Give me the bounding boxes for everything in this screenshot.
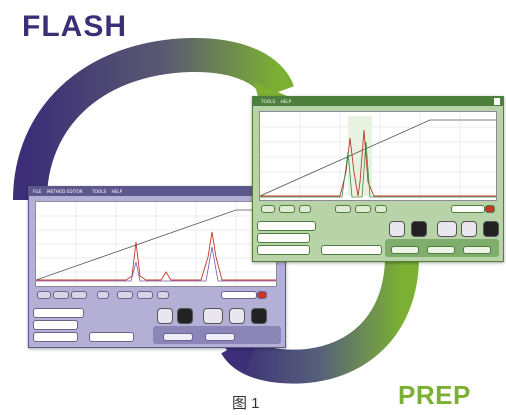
collection-button[interactable]	[427, 246, 455, 254]
toolbar-button[interactable]	[97, 291, 109, 299]
toolbar-button[interactable]	[299, 205, 311, 213]
flash-chromatogram	[35, 201, 277, 287]
collection-button[interactable]	[205, 333, 235, 341]
play-icon[interactable]	[229, 308, 245, 324]
flash-field[interactable]	[33, 320, 78, 330]
toolbar-button[interactable]	[279, 205, 295, 213]
flash-dropdown[interactable]	[33, 332, 78, 342]
skip-icon[interactable]	[437, 221, 457, 237]
fast-forward-icon[interactable]	[251, 308, 267, 324]
prep-status-text	[494, 98, 500, 105]
prep-field[interactable]	[257, 233, 310, 243]
flash-title: FLASH	[22, 10, 127, 43]
prep-field[interactable]	[257, 221, 316, 231]
zoom-indicator	[485, 205, 495, 213]
stop-icon[interactable]	[177, 308, 193, 324]
figure-caption: 图 1	[232, 395, 260, 412]
collection-button[interactable]	[163, 333, 193, 341]
toolbar-button[interactable]	[117, 291, 133, 299]
menu-help[interactable]: HELP	[280, 99, 292, 104]
skip-icon[interactable]	[203, 308, 223, 324]
flash-field[interactable]	[33, 308, 84, 318]
trace-green	[260, 141, 496, 198]
stop-icon[interactable]	[411, 221, 427, 237]
menu-help[interactable]: HELP	[111, 189, 123, 194]
toolbar-button[interactable]	[335, 205, 351, 213]
flash-menu-bar: FILE METHOD EDITOR TOOLS HELP	[29, 187, 285, 196]
menu-method-editor[interactable]: METHOD EDITOR	[46, 189, 83, 194]
collection-button[interactable]	[391, 246, 419, 254]
menu-file[interactable]: FILE	[33, 189, 42, 194]
zoom-field[interactable]	[451, 205, 485, 213]
collection-button[interactable]	[463, 246, 491, 254]
zoom-field[interactable]	[221, 291, 257, 299]
prep-software-window: TOOLS HELP	[252, 96, 504, 262]
play-icon[interactable]	[389, 221, 405, 237]
prep-chromatogram	[259, 111, 497, 201]
arrow-flash-to-prep	[13, 37, 294, 201]
toolbar-button[interactable]	[375, 205, 387, 213]
toolbar-button[interactable]	[157, 291, 169, 299]
toolbar-button[interactable]	[137, 291, 153, 299]
fast-forward-icon[interactable]	[483, 221, 499, 237]
zoom-indicator	[257, 291, 267, 299]
prep-menu-bar: TOOLS HELP	[253, 97, 503, 106]
toolbar-button[interactable]	[37, 291, 51, 299]
prep-dropdown[interactable]	[321, 245, 382, 255]
play-icon[interactable]	[157, 308, 173, 324]
toolbar-button[interactable]	[71, 291, 87, 299]
play-icon[interactable]	[461, 221, 477, 237]
trace-red	[260, 129, 496, 197]
toolbar-button[interactable]	[261, 205, 275, 213]
toolbar-button[interactable]	[355, 205, 371, 213]
gradient-line	[260, 119, 496, 197]
flash-software-window: FILE METHOD EDITOR TOOLS HELP	[28, 186, 286, 348]
flash-dropdown[interactable]	[89, 332, 134, 342]
trace-purple	[36, 246, 276, 282]
toolbar-button[interactable]	[53, 291, 69, 299]
prep-dropdown[interactable]	[257, 245, 310, 255]
menu-tools[interactable]: TOOLS	[92, 189, 107, 194]
prep-title: PREP	[398, 380, 471, 410]
trace-red	[36, 231, 276, 281]
menu-tools[interactable]: TOOLS	[261, 99, 276, 104]
